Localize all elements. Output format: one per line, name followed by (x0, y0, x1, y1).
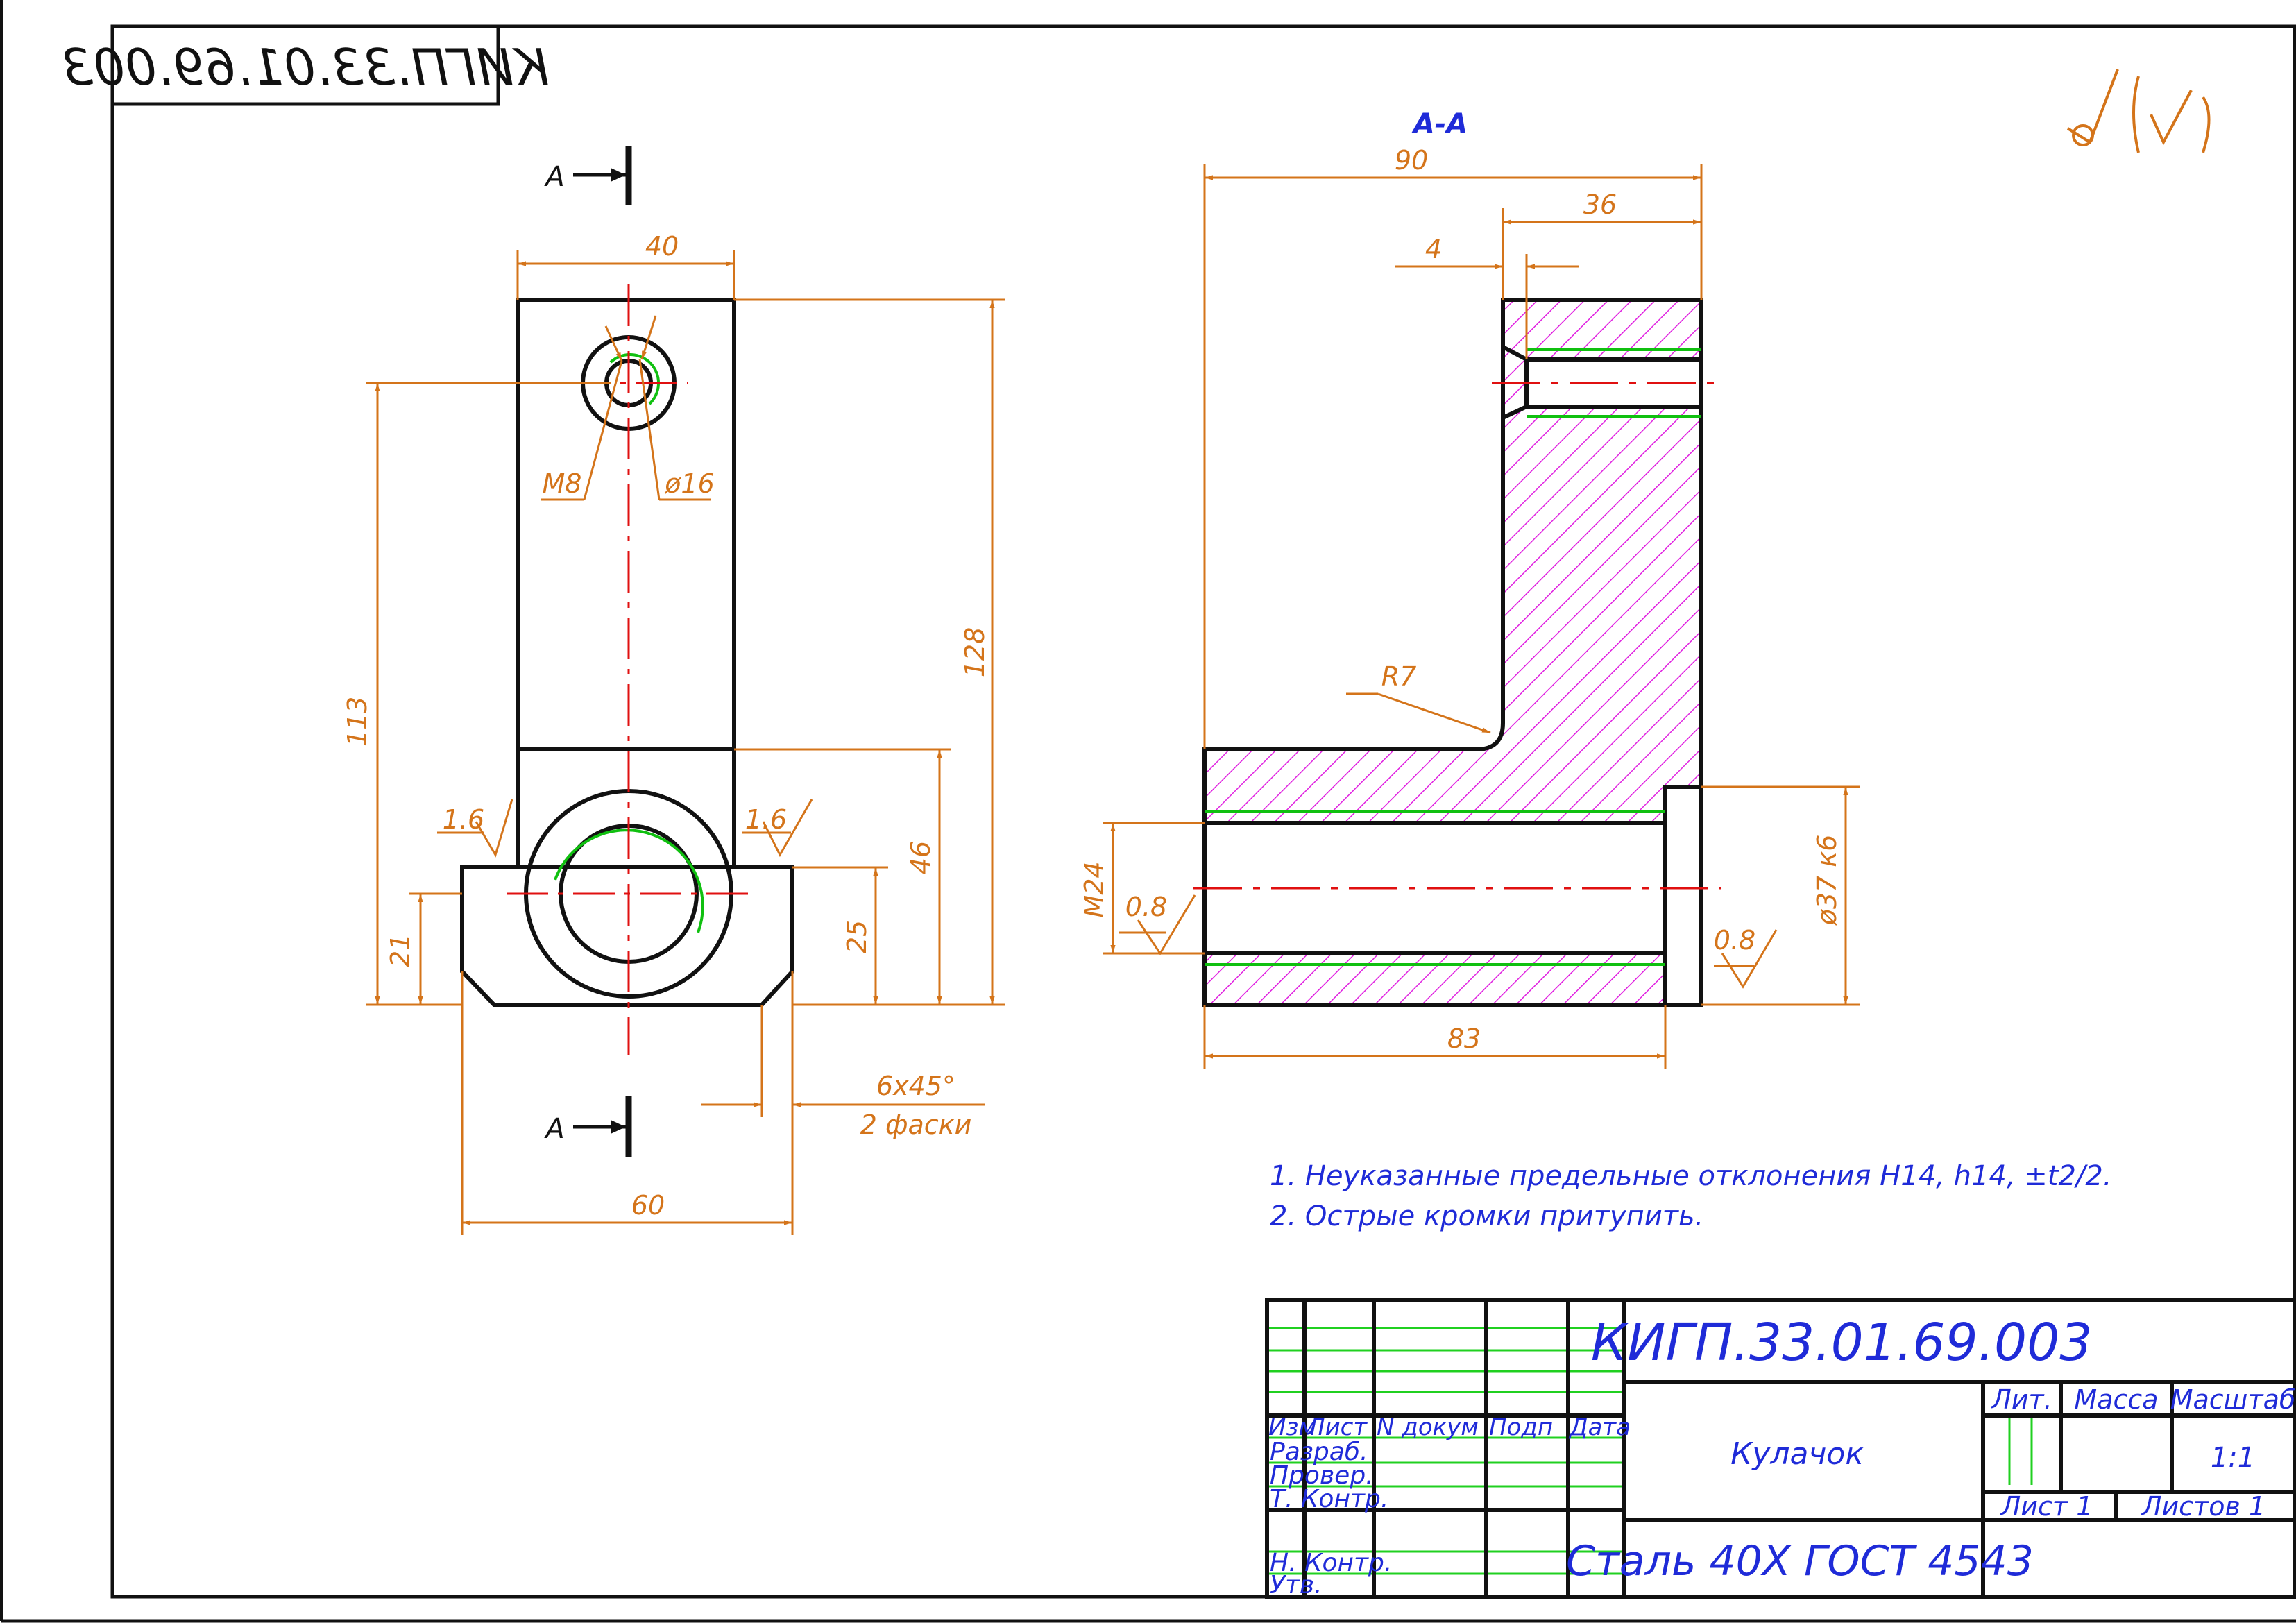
dim-shaft-diameter: ø37 к6 (1812, 835, 1842, 926)
stamp-text: КИГП.33.01.69.003 (61, 38, 549, 96)
svg-text:Масштаб: Масштаб (2170, 1384, 2296, 1415)
dim-upper-width: 36 (1583, 189, 1617, 220)
svg-text:Листов 1: Листов 1 (2141, 1491, 2265, 1522)
front-outline (460, 298, 794, 1007)
svg-text:N докум: N докум (1377, 1413, 1479, 1441)
dim-slot-width: 4 (1425, 234, 1442, 264)
dim-base-width: 60 (631, 1190, 665, 1221)
section-center-lines (1193, 382, 1721, 890)
section-dimension-lines (1103, 164, 1860, 1069)
mirrored-stamp: КИГП.33.01.69.003 (61, 24, 550, 106)
section-title: A-A (1411, 108, 1468, 140)
title-headers: Изм Лист N докум Подп Дата (1268, 1413, 1631, 1441)
roughness-general-symbol (2066, 69, 2211, 153)
svg-text:Лит.: Лит. (1990, 1384, 2052, 1415)
svg-text:A: A (543, 161, 564, 193)
title-scale-value: 1:1 (2211, 1442, 2255, 1474)
dim-thread-m8: M8 (543, 468, 582, 499)
roughness-shaft-value: 0.8 (1714, 925, 1755, 955)
svg-text:Изм: Изм (1268, 1413, 1316, 1441)
section-thread-lines (1205, 348, 1701, 966)
section-view: A-A (1079, 108, 1860, 1069)
dim-top-width: 40 (645, 231, 679, 262)
roughness-bore-value: 0.8 (1125, 892, 1167, 922)
dim-hole-height: 113 (342, 697, 373, 747)
svg-text:Провер.: Провер. (1270, 1461, 1374, 1490)
note-1: 1. Неуказанные предельные отклонения Н14… (1270, 1160, 2112, 1192)
dim-axis-height: 25 (842, 920, 872, 953)
front-dimension-texts: 40 128 113 21 46 25 60 M8 ø16 1.6 1.6 6x… (342, 231, 990, 1221)
dim-thread-m24: M24 (1079, 861, 1109, 917)
title-grid-black (1265, 1298, 2296, 1599)
title-block: КИГП.33.01.69.003 Кулачок Сталь 40Х ГОСТ… (1265, 1298, 2296, 1599)
roughness-left-value: 1.6 (443, 804, 484, 835)
front-view: A A (342, 146, 1005, 1235)
svg-text:Т. Контр.: Т. Контр. (1270, 1485, 1388, 1513)
title-roles: Разраб. Провер. Т. Контр. Н. Контр. Утв. (1270, 1438, 1392, 1599)
dim-radius: R7 (1381, 661, 1417, 692)
svg-text:Масса: Масса (2074, 1384, 2158, 1415)
note-2: 2. Острые кромки притупить. (1270, 1200, 1703, 1232)
svg-text:Дата: Дата (1568, 1413, 1631, 1441)
dim-bore-diameter: ø16 (664, 468, 715, 499)
title-right-cells: Лит. Масса Масштаб 1:1 Лист 1 Листов 1 (1990, 1384, 2295, 1522)
svg-text:Лист 1: Лист 1 (2000, 1491, 2093, 1522)
title-part-name: Кулачок (1730, 1436, 1864, 1472)
dim-base-height: 46 (905, 841, 936, 874)
title-designation: КИГП.33.01.69.003 (1591, 1313, 2093, 1373)
dim-chamfer-size: 6x45° (876, 1071, 955, 1101)
svg-text:A: A (543, 1113, 564, 1145)
dim-total-height: 128 (960, 627, 990, 678)
section-dimension-texts: 90 36 4 R7 M24 ø37 к6 83 0.8 0.8 (1079, 145, 1842, 1054)
svg-text:Лист: Лист (1306, 1413, 1368, 1441)
svg-text:Н. Контр.: Н. Контр. (1270, 1549, 1392, 1577)
dim-foot-height: 21 (385, 934, 416, 967)
dim-bore-length: 83 (1447, 1023, 1481, 1054)
front-dimension-lines (366, 250, 1005, 1235)
dim-total-width: 90 (1395, 145, 1428, 176)
technical-notes: 1. Неуказанные предельные отклонения Н14… (1270, 1160, 2112, 1232)
section-marker-top: A (543, 146, 632, 205)
svg-text:Разраб.: Разраб. (1270, 1438, 1368, 1466)
front-center-lines (507, 284, 749, 1055)
dim-chamfer-note: 2 фаски (860, 1110, 972, 1140)
svg-text:Подп: Подп (1489, 1413, 1553, 1441)
section-marker-bottom: A (543, 1096, 632, 1157)
title-material: Сталь 40Х ГОСТ 4543 (1566, 1537, 2034, 1586)
svg-text:Утв.: Утв. (1270, 1571, 1323, 1599)
roughness-right-value: 1.6 (745, 804, 787, 835)
